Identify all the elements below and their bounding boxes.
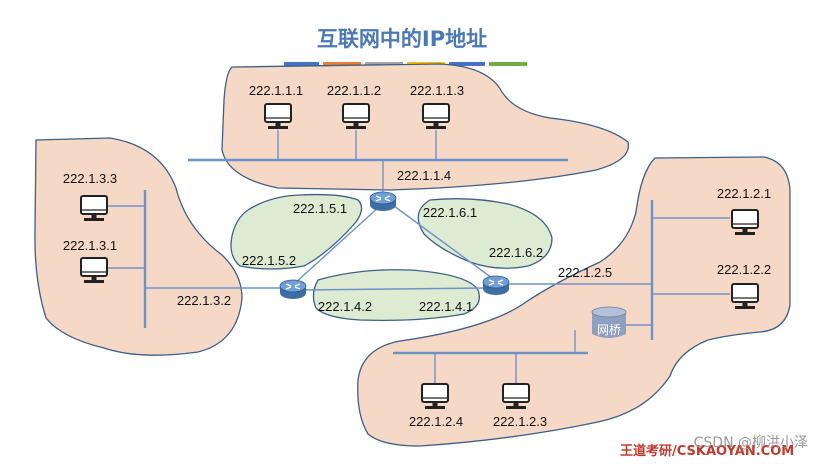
link-ip-label: 222.1.5.2 xyxy=(242,253,296,268)
router-left-icon xyxy=(279,279,307,300)
host-ip-label: 222.1.1.3 xyxy=(410,83,464,98)
watermark-csdn: CSDN @柳洪小泽 xyxy=(694,434,808,451)
host-ip-label: 222.1.3.3 xyxy=(63,171,117,186)
router-links xyxy=(145,160,652,291)
network-left-area xyxy=(34,137,243,356)
host-ip-label: 222.1.2.1 xyxy=(717,186,771,201)
network-top-area xyxy=(221,63,630,191)
host-ip-label: 222.1.2.4 xyxy=(409,414,463,429)
page-title: 互联网中的IP地址 xyxy=(317,27,487,51)
link-ip-label: 222.1.4.1 xyxy=(419,299,473,314)
link-ip-label: 222.1.4.2 xyxy=(318,299,372,314)
host-ip-label: 222.1.2.3 xyxy=(493,414,547,429)
watermark-wangdao: 王道考研/CSKAOYAN.COM xyxy=(620,443,794,459)
link-r1-r3-area xyxy=(417,198,553,269)
gateway-ip-label: 222.1.3.2 xyxy=(177,293,231,308)
host-drops xyxy=(108,130,730,385)
router-top-icon xyxy=(369,191,397,212)
host-ip-label: 222.1.1.2 xyxy=(327,83,381,98)
router-right-icon xyxy=(482,275,510,296)
link-ip-label: 222.1.6.2 xyxy=(489,245,543,260)
host-ip-label: 222.1.1.1 xyxy=(249,83,303,98)
bridge-label: 网桥 xyxy=(597,323,621,337)
gateway-ip-label: 222.1.2.5 xyxy=(558,265,612,280)
host-ip-label: 222.1.2.2 xyxy=(717,262,771,277)
link-r1-r2-area xyxy=(230,193,363,270)
network-right-area xyxy=(357,156,791,447)
bridge-icon xyxy=(591,306,627,338)
link-ip-label: 222.1.5.1 xyxy=(293,201,347,216)
link-r2-r3-area xyxy=(312,269,481,322)
gateway-ip-label: 222.1.1.4 xyxy=(397,168,451,183)
link-ip-label: 222.1.6.1 xyxy=(423,205,477,220)
host-ip-label: 222.1.3.1 xyxy=(63,238,117,253)
